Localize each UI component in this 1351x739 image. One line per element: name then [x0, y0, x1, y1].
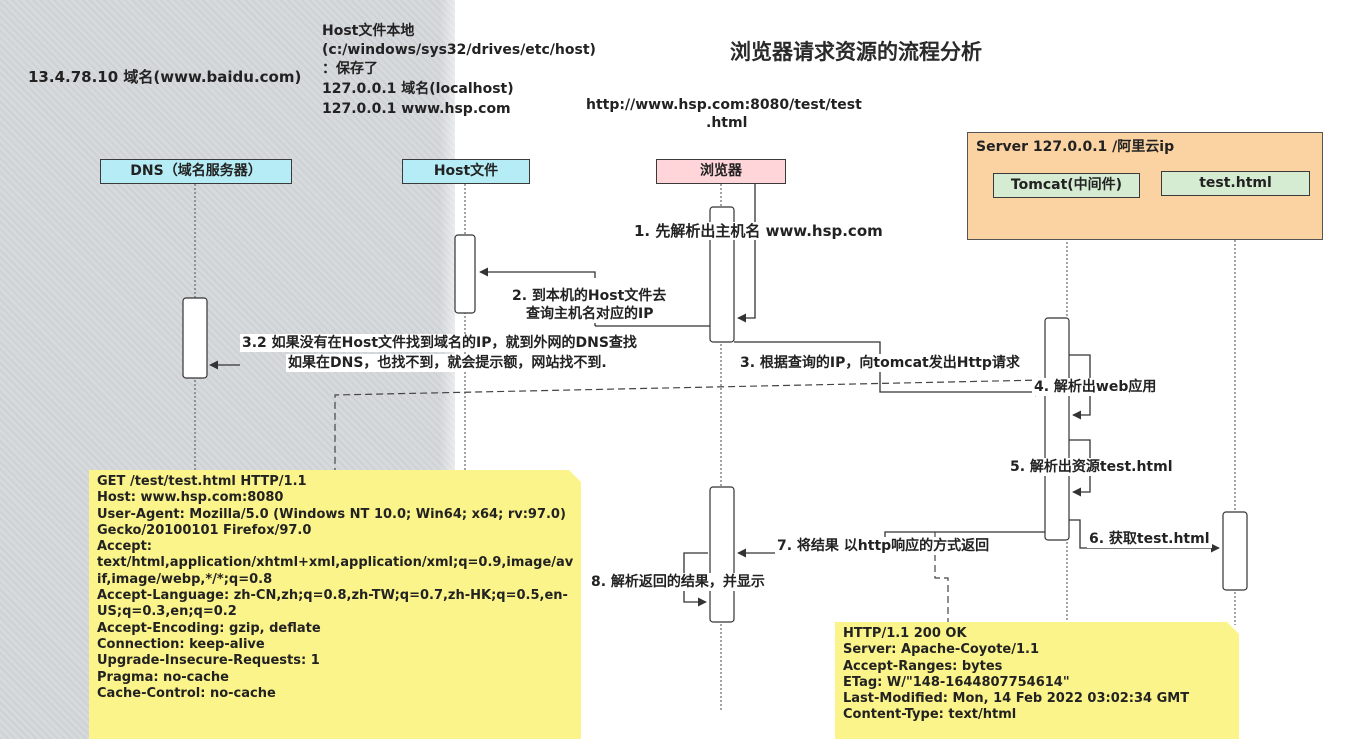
page-title: 浏览器请求资源的流程分析: [730, 40, 982, 64]
step3-2-label-line: 3.2 如果没有在Host文件找到域名的IP，就到外网的DNS查找: [240, 334, 639, 352]
host-note-line: 127.0.0.1 域名(localhost): [322, 81, 514, 97]
response-line: Content-Type: text/html: [843, 707, 1017, 723]
host-file-participant: Host文件: [402, 159, 530, 184]
request-line: Accept-Encoding: gzip, deflate: [97, 620, 321, 636]
host-note-line: Host文件本地: [322, 23, 415, 39]
step6-label: 6. 获取test.html: [1087, 530, 1212, 548]
dns-participant: DNS（域名服务器）: [100, 159, 292, 184]
server-title: Server 127.0.0.1 /阿里云ip: [976, 139, 1175, 155]
step2-label-line: 2. 到本机的Host文件去: [510, 287, 669, 305]
step1-label: 1. 先解析出主机名 www.hsp.com: [632, 222, 885, 240]
step2-arrow: [479, 267, 596, 278]
url-line: http://www.hsp.com:8080/test/test: [586, 97, 862, 113]
response-line: Accept-Ranges: bytes: [843, 658, 1003, 674]
step4-label: 4. 解析出web应用: [1032, 378, 1159, 396]
response-line: HTTP/1.1 200 OK: [843, 626, 967, 641]
request-line: Accept:: [97, 539, 153, 555]
step3-label: 3. 根据查询的IP，向tomcat发出Http请求: [738, 354, 1022, 372]
step2-label-line: 查询主机名对应的IP: [524, 305, 656, 323]
request-line: Accept-Language: zh-CN,zh;q=0.8,zh-TW;q=…: [97, 588, 568, 604]
browser-activation-top: [709, 206, 735, 343]
response-note-connector: [934, 532, 949, 622]
browser-participant: 浏览器: [656, 159, 786, 184]
dns-activation: [182, 297, 208, 379]
tomcat-activation: [1044, 317, 1070, 541]
test-html-activation: [1222, 511, 1248, 591]
response-line: Last-Modified: Mon, 14 Feb 2022 03:02:34…: [843, 691, 1190, 707]
request-line: User-Agent: Mozilla/5.0 (Windows NT 10.0…: [97, 506, 566, 522]
test-html-participant: test.html: [1161, 171, 1310, 196]
host-activation: [454, 234, 476, 314]
request-line: Pragma: no-cache: [97, 669, 229, 685]
url-line: .html: [706, 115, 748, 131]
step7-label: 7. 将结果 以http响应的方式返回: [775, 537, 992, 555]
step1-self-arrow: [737, 183, 756, 323]
request-line: GET /test/test.html HTTP/1.1: [97, 474, 307, 489]
dns-hint-text: 13.4.78.10 域名(www.baidu.com): [28, 68, 302, 86]
step8-label: 8. 解析返回的结果，并显示: [589, 573, 767, 591]
response-line: Server: Apache-Coyote/1.1: [843, 642, 1040, 658]
request-line: US;q=0.3,en;q=0.2: [97, 604, 237, 620]
host-note-line: 127.0.0.1 www.hsp.com: [322, 101, 511, 117]
request-line: Gecko/20100101 Firefox/97.0: [97, 522, 312, 538]
step5-label: 5. 解析出资源test.html: [1008, 458, 1175, 476]
request-line: if,image/webp,*/*;q=0.8: [97, 571, 273, 587]
request-note-connector: [334, 379, 1044, 472]
step6-arrow: [1069, 519, 1220, 553]
step3-2-label-line: 如果在DNS，也找不到，就会提示额，网站找不到.: [286, 354, 609, 372]
host-note-line: ：保存了: [322, 61, 378, 77]
request-line: Upgrade-Insecure-Requests: 1: [97, 653, 320, 669]
http-response-note: HTTP/1.1 200 OK Server: Apache-Coyote/1.…: [835, 622, 1239, 739]
request-line: text/html,application/xhtml+xml,applicat…: [97, 555, 574, 571]
host-note-line: (c:/windows/sys32/drives/etc/host): [322, 42, 596, 58]
request-line: Cache-Control: no-cache: [97, 685, 276, 701]
http-request-note: GET /test/test.html HTTP/1.1 Host: www.h…: [89, 470, 581, 739]
response-line: ETag: W/"148-1644807754614": [843, 674, 1070, 690]
request-line: Connection: keep-alive: [97, 636, 265, 652]
tomcat-participant: Tomcat(中间件): [993, 173, 1140, 198]
request-line: Host: www.hsp.com:8080: [97, 490, 284, 506]
browser-activation-bottom: [709, 486, 735, 623]
